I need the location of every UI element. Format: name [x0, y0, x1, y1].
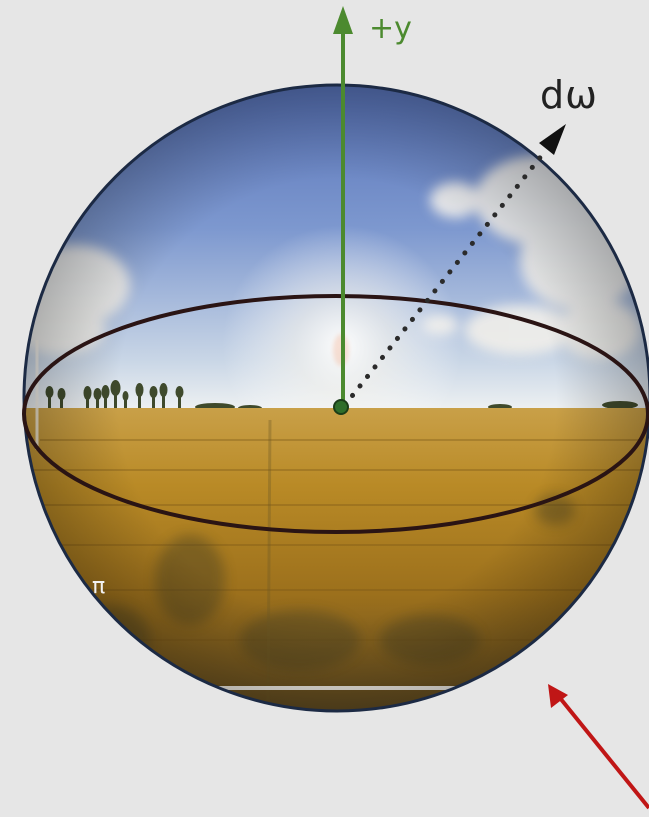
pointer-arrow-line [558, 696, 649, 810]
solid-angle-label: dω [540, 73, 598, 117]
direction-arrow-icon [539, 124, 566, 155]
equator-ring [22, 294, 649, 534]
sphere-outline [22, 83, 649, 713]
up-arrow-icon [333, 6, 353, 34]
edge-mark-label: π [92, 574, 106, 599]
sphere-shading [24, 85, 649, 711]
up-axis-label: +y [369, 11, 412, 46]
pointer-arrow-icon [548, 684, 568, 708]
origin-point [333, 399, 349, 415]
